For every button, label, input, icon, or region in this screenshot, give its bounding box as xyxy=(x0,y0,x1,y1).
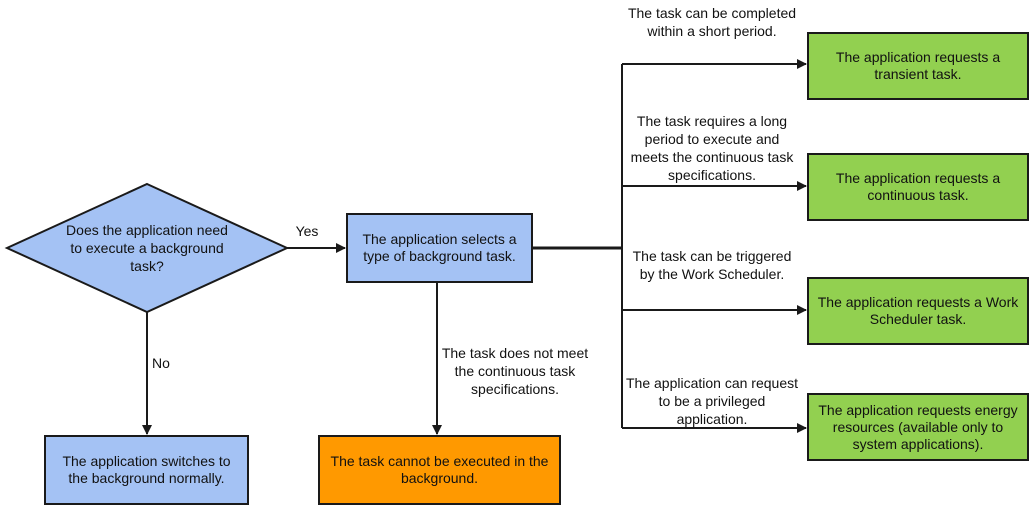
work-scheduler-condition: The task can be triggered by the Work Sc… xyxy=(632,248,792,282)
short-period-condition: The task can be completed within a short… xyxy=(627,5,797,39)
transient-task-box: The application requests a transient tas… xyxy=(807,32,1029,100)
long-period-condition: The task requires a long period to execu… xyxy=(630,113,794,183)
privileged-condition: The application can request to be a priv… xyxy=(626,375,798,427)
switch-background-box: The application switches to the backgrou… xyxy=(44,435,249,505)
continuous-task-box: The application requests a continuous ta… xyxy=(807,153,1029,221)
cannot-execute-box: The task cannot be executed in the backg… xyxy=(318,435,561,505)
select-type-box: The application selects a type of backgr… xyxy=(346,213,533,283)
work-scheduler-task-box: The application requests a Work Schedule… xyxy=(807,277,1029,345)
energy-resources-box: The application requests energy resource… xyxy=(807,393,1029,461)
decision-text: Does the application need to execute a b… xyxy=(66,222,228,274)
not-continuous-condition: The task does not meet the continuous ta… xyxy=(441,345,589,397)
yes-label: Yes xyxy=(295,223,319,239)
no-label: No xyxy=(152,355,170,371)
